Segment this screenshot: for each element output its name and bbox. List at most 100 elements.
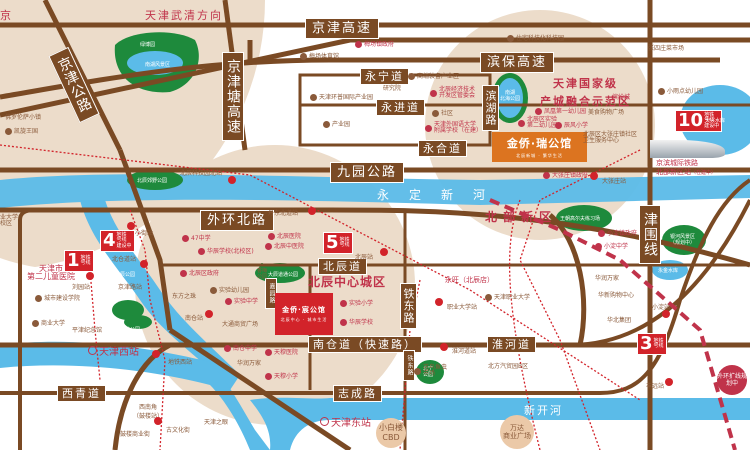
poi-beifang-qiche: 北方汽贸园B区	[488, 363, 529, 370]
poi-datong-shangmao: 大通商贸广场	[222, 321, 259, 328]
station-dazhangzhuang: 大张庄站	[602, 178, 627, 185]
reservoir-daxing: 大兴水库	[705, 118, 726, 124]
poi-huachen-north: 华辰学校(北校区)	[198, 248, 254, 255]
park-lvbo: 绿博园	[140, 42, 156, 48]
poi-meichang-zhen: 梅场镇政府	[355, 41, 394, 48]
road-binbao-gaosu: 滨保高速	[480, 52, 555, 73]
poi-yanjiuyuan: 研究院	[383, 85, 402, 92]
poi-xiaodian-zhengfu: 小淀镇政府	[598, 230, 637, 237]
station-xiaodian: 小淀站	[652, 304, 671, 311]
poi-huarun-wanjia-east: 华润万家	[595, 275, 620, 282]
station-nancang: 南仓站	[185, 315, 204, 322]
metro-line-5-badge: 5 地铁号线	[323, 232, 353, 254]
metro-station-icon	[127, 222, 135, 230]
poi-caishichang: 张四庄菜市场	[648, 45, 685, 52]
poi-huaniao: 花鸟鱼虫市场	[414, 365, 447, 377]
poi-chengshi-jianshe: 城市建设学院	[35, 295, 80, 302]
road-jingjin-gaosu: 京津高速	[305, 18, 380, 39]
road-yongjin-dao: 永进道	[376, 99, 425, 116]
road-tiedong-lu: 铁东路	[400, 283, 417, 329]
poi-shangye-daxue: 商业大学	[32, 320, 65, 327]
park-wangzhao-golf: 王朝高尔夫练习场	[560, 216, 601, 222]
zone-beibu-xinqu: 北部新区	[485, 210, 558, 224]
road-jingjintang-gaosu: 京津塘高速	[222, 52, 244, 141]
poi-shiyan-zhongxue: 实验中学	[225, 298, 258, 305]
station-beichen-keji-bei: 北辰科技园北站	[180, 170, 223, 177]
river-yongding-xinhe: 永定新河	[377, 188, 506, 202]
train-station-icon	[320, 417, 329, 426]
zone-national-demo: 天津国家级 产城融合示范区	[540, 77, 631, 108]
poi-meichang-tiyuguan: 梅场体育馆	[300, 53, 339, 60]
metro-station-icon	[228, 176, 236, 184]
road-zhicheng-lu: 志成路	[333, 385, 382, 402]
station-liuyuan: 刘园站	[72, 284, 91, 291]
road-tiedong-lu-south: 铁东路	[403, 350, 415, 381]
poi-huaxin-gouwu: 华新购物中心	[598, 292, 635, 299]
poi-huachen-xuexiao: 华辰学校	[340, 319, 373, 326]
station-danhe-beidao: 丹东北道站	[268, 210, 299, 217]
road-beichen-dao: 北辰道	[318, 258, 367, 275]
metro-line-3-badge: 3 地铁号线	[637, 333, 667, 355]
poi-tianjin-zhiyan: 天津之眼	[204, 419, 229, 426]
road-yongning-dao: 永宁道	[360, 68, 409, 85]
park-datong: 大辰道通公园	[268, 272, 299, 278]
poi-fenghuang: 凤凰第一幼儿园	[535, 108, 586, 115]
station-xiaojie: 小街站	[135, 230, 154, 237]
direction-beijing: 京	[0, 9, 13, 22]
poi-dazhangzhuang-weisheng: 北辰区大张庄镇社区卫生服务中心	[583, 131, 638, 144]
metro-station-icon	[154, 417, 162, 425]
park-nanhu-scenic: 南湖风景区	[145, 62, 171, 68]
poi-beichen-yiyuan: 北辰医院	[268, 233, 301, 240]
train-station-icon	[88, 346, 97, 355]
project-jinqiao-chengongguan[interactable]: 金侨·宸公馆 北辰中心 · 城市生活	[275, 293, 333, 335]
park-beining: 北宁公园	[423, 366, 434, 378]
station-beicang-dao: 北仓道站	[112, 256, 137, 263]
park-xigu: 西沽公园	[120, 327, 141, 333]
poi-yongwang: 永旺（北辰店）	[445, 276, 494, 284]
poi-ertong-yiyuan: 天津市第二儿童医院	[27, 264, 75, 281]
poi-shequ: 社区	[432, 110, 453, 117]
poi-dongfang-zhizhu: 东方之珠	[172, 293, 197, 300]
metro-station-icon	[380, 248, 388, 256]
park-beichen-jiaoye: 北辰郊野公园	[137, 178, 168, 184]
river-xinkai-he: 新开河	[524, 404, 563, 417]
metro-line-4-badge: 4 地铁号线建设中	[100, 230, 135, 252]
reservoir-yongjin: 永金水库	[658, 268, 679, 274]
poi-beichen-shiyan-er: 北辰区实验第二幼儿园	[518, 117, 557, 129]
poi-xiaoyudian: 小雨点幼儿园	[658, 88, 703, 95]
poi-shiyan-youer: 实验幼儿园	[210, 287, 249, 294]
poi-tianmu-xiaoxue: 天穆小学	[265, 373, 298, 380]
road-nancang-dao: 南仓道（快速路）	[308, 336, 422, 353]
park-yinhe: 银河风景区（规划中）	[670, 234, 696, 246]
park-nanhu-beihai: 南湖北海公园	[500, 90, 521, 102]
metro-line-1-badge: 1 地铁号线	[64, 250, 94, 272]
poi-chenfeng: 辰风小学	[555, 122, 588, 129]
poi-zhiye-xiaoqu: 业大学校区	[0, 214, 19, 227]
poi-gulou: 鼓楼商业街	[120, 431, 151, 438]
road-jinwei-xian: 津围线	[639, 205, 661, 264]
poi-tianjin-zhiye: 天津职业大学	[485, 294, 530, 301]
metro-station-icon	[662, 310, 670, 318]
metro-station-icon	[140, 260, 148, 268]
poi-zhuzhai-keji: 住宅科技化科技园	[507, 35, 564, 42]
project-jinqiao-ruigongguan[interactable]: 金侨·瑞公馆 北辰新城 · 繁华生活	[492, 132, 587, 162]
poi-beichen-zhongyi: 北辰中医院	[265, 243, 304, 250]
station-huaihe-dao: 淮河道站	[452, 348, 477, 355]
train-station-tianjin-xi[interactable]: 天津西站	[88, 343, 139, 358]
poi-pingjin-jinianguan: 平津纪念馆	[72, 327, 103, 334]
poi-jingji-kaifa: 北辰经济技术开发区管委会	[430, 87, 475, 99]
station-beichen: 北辰站	[355, 254, 374, 261]
station-xinanjiao: 西南角（鼓楼站）	[133, 404, 164, 420]
yongding-river	[0, 174, 750, 208]
poi-huabei-jituan: 华北集团	[607, 317, 632, 324]
road-huaihe-dao: 淮河道	[487, 336, 536, 353]
poi-kaixuan: 凯旋王国	[5, 128, 38, 135]
metro-station-icon	[590, 172, 598, 180]
train-station-tianjin-dong[interactable]: 天津东站	[320, 414, 371, 429]
road-binhu-lu: 滨湖路	[482, 85, 499, 131]
planned-ring-road	[489, 198, 737, 450]
station-ditie-xizhan: 地铁西站	[168, 359, 193, 366]
